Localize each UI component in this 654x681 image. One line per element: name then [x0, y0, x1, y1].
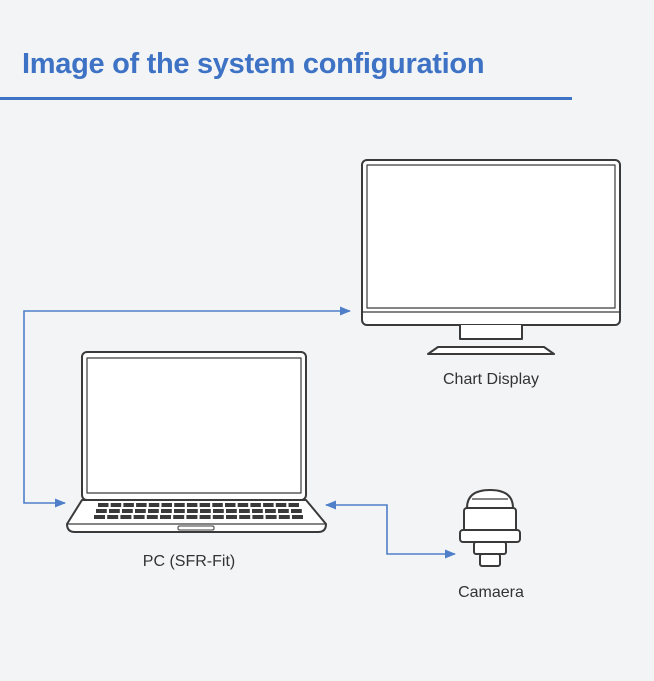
- keyboard-key: [123, 503, 134, 507]
- keyboard-key: [133, 515, 145, 519]
- camera-label: Camaera: [458, 584, 524, 601]
- pc-label: PC (SFR-Fit): [142, 553, 236, 570]
- keyboard-key: [135, 509, 146, 513]
- keyboard-key: [161, 503, 172, 507]
- keyboard-key: [187, 509, 198, 513]
- keyboard-key: [265, 509, 276, 513]
- keyboard-key: [107, 515, 119, 519]
- camera-icon: [459, 489, 521, 567]
- keyboard-key: [213, 509, 224, 513]
- monitor-icon: [361, 159, 621, 355]
- keyboard-key: [110, 503, 122, 507]
- keyboard-key: [148, 509, 159, 513]
- keyboard-key: [146, 515, 158, 519]
- keyboard-key: [160, 515, 171, 519]
- keyboard-key: [265, 515, 277, 519]
- connection-pc-display: [23, 306, 352, 508]
- keyboard-key: [122, 509, 133, 513]
- keyboard-key: [288, 503, 299, 507]
- keyboard-key: [186, 515, 198, 519]
- keyboard-key: [199, 503, 211, 507]
- keyboard-key: [239, 515, 251, 519]
- keyboard-key: [212, 503, 223, 507]
- keyboard-key: [292, 515, 303, 519]
- keyboard-key: [98, 503, 109, 507]
- keyboard-key: [291, 509, 302, 513]
- page-title: Image of the system configuration: [22, 48, 485, 80]
- title-underline: [0, 97, 572, 100]
- keyboard-key: [226, 515, 237, 519]
- keyboard-key: [186, 503, 198, 507]
- keyboard-key: [252, 515, 264, 519]
- keyboard-key: [148, 503, 160, 507]
- keyboard-key: [174, 509, 185, 513]
- keyboard-key: [136, 503, 147, 507]
- keyboard-key: [252, 509, 263, 513]
- keyboard-key: [263, 503, 274, 507]
- display-label: Chart Display: [442, 371, 540, 388]
- keyboard-key: [278, 515, 290, 519]
- keyboard-key: [199, 515, 211, 519]
- keyboard-key: [239, 509, 250, 513]
- keyboard-key: [109, 509, 120, 513]
- keyboard-key: [225, 503, 236, 507]
- keyboard-key: [174, 503, 185, 507]
- keyboard-key: [226, 509, 237, 513]
- keyboard-key: [161, 509, 172, 513]
- keyboard-key: [278, 509, 289, 513]
- keyboard-key: [120, 515, 132, 519]
- keyboard-key: [173, 515, 185, 519]
- laptop-icon: [66, 351, 327, 533]
- keyboard-key: [94, 515, 105, 519]
- keyboard-key: [212, 515, 224, 519]
- keyboard-key: [237, 503, 249, 507]
- keyboard-key: [250, 503, 261, 507]
- keyboard-key: [200, 509, 211, 513]
- keyboard-key: [275, 503, 287, 507]
- connection-pc-camera: [324, 500, 457, 559]
- keyboard-key: [96, 509, 107, 513]
